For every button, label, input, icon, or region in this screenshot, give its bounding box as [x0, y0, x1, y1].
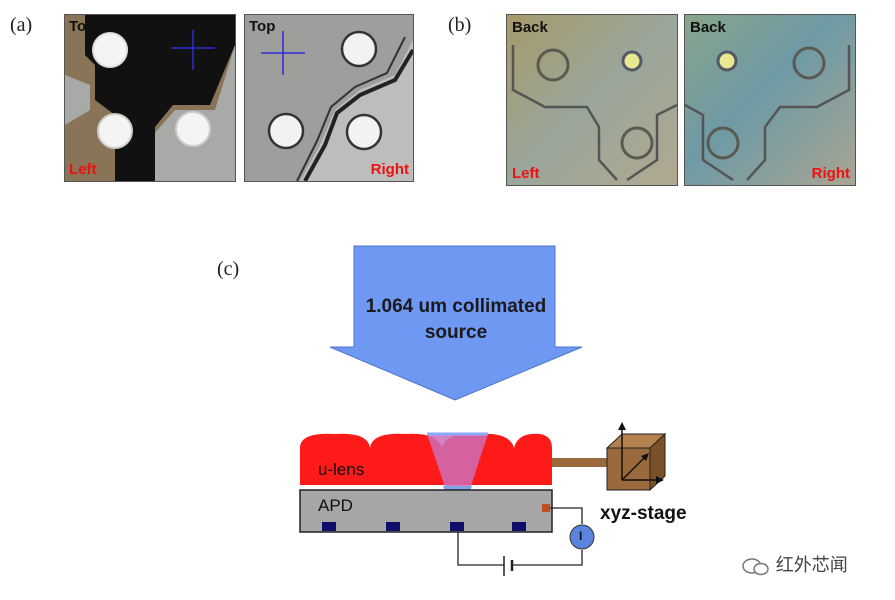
xyz-stage-front	[606, 447, 651, 491]
photo-top-left: Top Left	[64, 14, 236, 182]
wechat-icon	[742, 557, 770, 576]
source-arrow	[329, 245, 583, 401]
photo-bottom-label: Left	[69, 161, 97, 178]
photo-top-label: Back	[512, 19, 548, 36]
stage-label: xyz-stage	[600, 503, 687, 524]
watermark: 红外芯闻	[742, 551, 848, 577]
photo-back-left: Back Left	[506, 14, 678, 186]
photo-top-label: Back	[690, 19, 726, 36]
apd-pixel	[512, 522, 526, 531]
photo-back-left-graphic	[507, 15, 677, 185]
meter-label: I	[579, 529, 583, 543]
circuit-wire	[550, 507, 583, 524]
focused-light-cone	[427, 434, 488, 525]
photo-back-right-graphic	[685, 15, 855, 185]
lens-label: u-lens	[318, 460, 365, 479]
xyz-stage-side	[649, 432, 666, 492]
apd-label: APD	[318, 496, 353, 515]
apd-contact	[542, 504, 550, 512]
photo-top-label: Top	[249, 18, 276, 35]
photo-back-right: Back Right	[684, 14, 856, 186]
panel-a-label: (a)	[10, 14, 33, 36]
arrow-text-line1: 1.064 um collimated	[365, 296, 547, 317]
apd-pixel	[322, 522, 336, 531]
arrow-text-line2: source	[424, 322, 488, 343]
apd-pixel	[450, 522, 464, 531]
panel-c-label: (c)	[217, 258, 240, 280]
circuit-wire	[457, 532, 504, 566]
apd-pixel	[386, 522, 400, 531]
photo-top-right-graphic	[245, 15, 413, 181]
photo-bottom-label: Right	[811, 165, 850, 182]
watermark-text: 红外芯闻	[775, 555, 848, 576]
photo-bottom-label: Left	[512, 165, 540, 182]
photo-top-label: Top	[69, 18, 96, 35]
apd-block	[299, 489, 553, 533]
panel-b-label: (b)	[448, 14, 472, 36]
photo-top-right: Top Right	[244, 14, 414, 182]
current-meter	[569, 524, 595, 550]
circuit-wire	[512, 550, 583, 566]
photo-bottom-label: Right	[370, 161, 409, 178]
stage-rod	[552, 458, 607, 467]
microlens-array	[300, 433, 552, 485]
photo-top-left-graphic	[65, 15, 235, 181]
